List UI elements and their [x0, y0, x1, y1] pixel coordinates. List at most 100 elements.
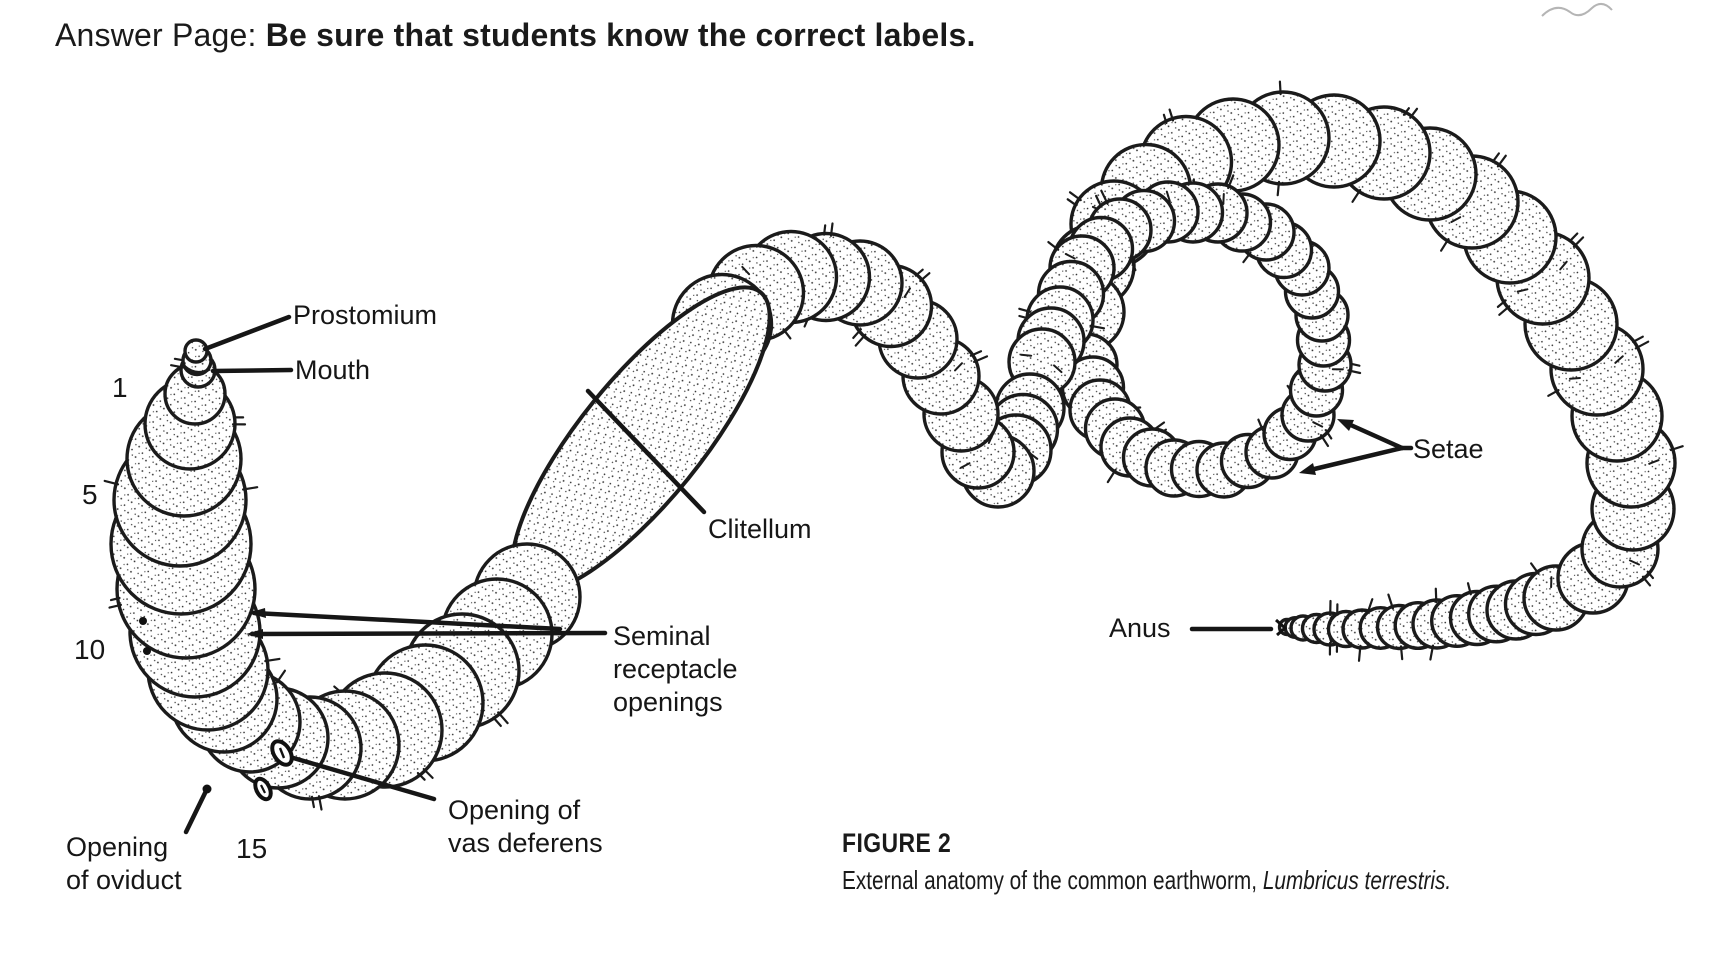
seminal-pore-a [139, 617, 147, 625]
mouth-mark [182, 364, 211, 374]
label-anus: Anus [1109, 613, 1171, 643]
seta-bristle [1066, 198, 1078, 207]
seta-bristle [959, 462, 971, 469]
earthworm-body [103, 80, 1684, 811]
oviduct-pore [202, 784, 212, 794]
seminal-pore-b [143, 647, 151, 655]
seta-bristle [1572, 236, 1585, 248]
seta-bristle [1399, 645, 1404, 661]
mouth-leader-line [210, 367, 294, 374]
label-opening-of-oviduct: Opening of oviduct [66, 832, 182, 895]
seta-bristle [1669, 445, 1684, 452]
seta-bristle [914, 268, 924, 277]
seta-bristle [1357, 644, 1362, 662]
seta-bristle [275, 669, 286, 684]
seta-bristle [1106, 468, 1117, 484]
seta-bristle [264, 657, 281, 663]
page-title-prefix: Answer Page: [55, 17, 266, 53]
seta-bristle [1646, 570, 1655, 580]
label-clitellum: Clitellum [708, 514, 812, 544]
seta-bristle [1162, 113, 1168, 125]
seta-bristle [1165, 190, 1171, 203]
seta-bristle [1516, 288, 1529, 293]
label-opening-of-vas-deferens: Opening of vas deferens [448, 795, 603, 858]
seta-bristle [1450, 216, 1462, 223]
worm-segment [183, 338, 209, 364]
vas-deferens-pore-slit [278, 747, 286, 759]
figure-caption: FIGURE 2 External anatomy of the common … [842, 828, 1604, 896]
seta-bristle [310, 795, 315, 809]
scan-artifact-squiggle [1541, 3, 1613, 17]
seta-bristle [1466, 582, 1472, 596]
seta-bristle [242, 486, 259, 491]
seta-bristle [1496, 154, 1507, 168]
seta-bristle [1496, 299, 1507, 308]
seta-bristle [919, 272, 931, 283]
seta-bristle [1276, 180, 1281, 197]
seta-bristle [103, 479, 120, 486]
figure-caption-text: External anatomy of the common earthworm… [842, 865, 1451, 896]
seta-bristle [109, 596, 121, 602]
seta-bristle [1569, 232, 1579, 242]
label-prostomium: Prostomium [293, 300, 438, 330]
seta-bristle [1020, 353, 1033, 357]
seta-bristle [1559, 260, 1568, 271]
seta-bristle [492, 716, 502, 728]
seta-bristle [1631, 335, 1644, 343]
label-setae: Setae [1413, 434, 1484, 464]
seta-bristle [1324, 429, 1333, 440]
seta-bristle [1349, 362, 1361, 367]
seta-bristle [1094, 194, 1103, 208]
figure-number: FIGURE 2 [842, 828, 952, 858]
seta-bristle [1064, 253, 1076, 260]
page-title-emphasis: Be sure that students know the correct l… [265, 17, 976, 53]
seta-bristle [1648, 459, 1660, 465]
seta-bristle [1641, 575, 1652, 587]
seta-bristle [1168, 108, 1175, 122]
seta-bristle [1351, 188, 1362, 203]
seta-bristle [1614, 355, 1624, 364]
setae-leader-line-lower [1303, 445, 1405, 474]
seta-bristle [416, 771, 426, 781]
seta-bristle [1434, 587, 1438, 604]
setae-leader-line-upper [1341, 419, 1405, 451]
segment-number-5: 5 [82, 479, 98, 510]
seta-bristle [829, 222, 834, 237]
seta-bristle [1222, 193, 1225, 205]
label-mouth: Mouth [295, 355, 371, 385]
seta-bristle [1409, 107, 1419, 119]
seta-bristle [1312, 421, 1324, 428]
setae-arrowhead-lower [1299, 463, 1316, 475]
accessory-pore-slit [260, 784, 266, 794]
seta-bristle [1047, 241, 1060, 251]
page-title: Answer Page: Be sure that students know … [55, 16, 976, 54]
seta-bristle [1387, 593, 1395, 610]
seta-bristle [1068, 191, 1082, 202]
oviduct-leader-line [183, 788, 209, 835]
seminal-leader-line-lower [249, 630, 608, 637]
seta-bristle [972, 355, 989, 363]
seta-bristle [1278, 80, 1282, 96]
seta-bristle [1628, 559, 1640, 566]
seta-bristle [497, 711, 509, 725]
segment-number-10: 10 [74, 634, 106, 665]
seta-bristle [1319, 434, 1330, 448]
seta-bristle [1089, 324, 1106, 330]
seta-bristle [317, 795, 323, 811]
seta-bristle [1227, 174, 1235, 190]
seta-bristle [1634, 340, 1650, 350]
annotations [139, 3, 1613, 835]
seta-bristle [1257, 418, 1264, 431]
seminal-arrowhead-lower [246, 629, 263, 639]
seta-bristle [1242, 251, 1252, 264]
segment-number-15: 15 [236, 833, 268, 864]
seta-bristle [969, 350, 983, 357]
seta-bristle [1053, 364, 1063, 374]
seta-bristle [822, 224, 827, 236]
seta-bristle [854, 333, 867, 347]
seta-bristle [1018, 307, 1032, 313]
seta-bristle [1402, 107, 1411, 116]
label-seminal-receptacle-openings: Seminal receptacle openings [613, 621, 738, 717]
seta-bristle [1498, 305, 1511, 316]
